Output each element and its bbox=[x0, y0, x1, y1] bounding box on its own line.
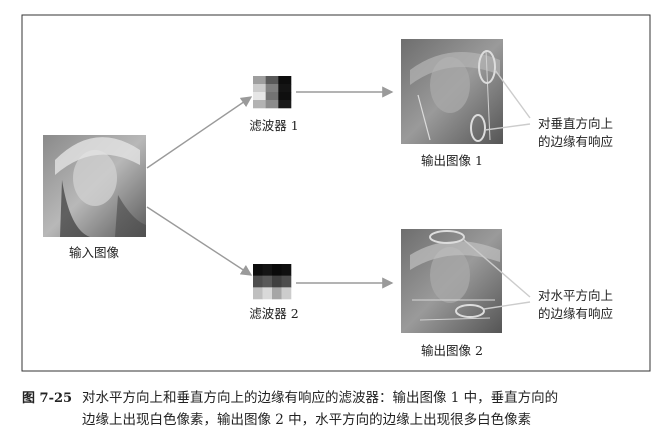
arrow-input-to-filter2 bbox=[146, 206, 253, 276]
output-image-1 bbox=[401, 39, 503, 144]
filter1-cell bbox=[265, 84, 279, 93]
annotation2-line2: 的边缘有响应 bbox=[538, 306, 613, 321]
pointer-line-1a bbox=[494, 69, 531, 119]
filter1-cell bbox=[265, 76, 279, 85]
filter1-kernel bbox=[253, 76, 292, 109]
input-image-label: 输入图像 bbox=[69, 245, 120, 260]
filter2-cell bbox=[281, 264, 292, 276]
highlight-ellipse-1a bbox=[478, 50, 496, 84]
filter2-cell bbox=[253, 275, 263, 288]
caption-label: 图 7-25 bbox=[22, 391, 72, 406]
filter2-cell bbox=[262, 275, 273, 288]
filter1-cell bbox=[253, 76, 266, 85]
filter2-kernel bbox=[253, 264, 292, 300]
pointer-line-2a bbox=[462, 238, 531, 298]
filter2-cell bbox=[262, 264, 273, 276]
highlight-ellipse-1b bbox=[470, 114, 486, 142]
filter2-cell bbox=[253, 287, 263, 300]
caption-line1: 对水平方向上和垂直方向上的边缘有响应的滤波器：输出图像 1 中，垂直方向的 bbox=[82, 389, 558, 406]
filter2-cell bbox=[262, 287, 273, 300]
filter1-cell bbox=[278, 92, 292, 101]
highlight-ellipse-2a bbox=[429, 230, 465, 244]
filter2-cell bbox=[253, 264, 263, 276]
filter2-cell bbox=[272, 275, 282, 288]
filter1-cell bbox=[253, 100, 266, 109]
annotation2-line1: 对水平方向上 bbox=[538, 288, 613, 303]
filter1-cell bbox=[278, 100, 292, 109]
filter1-cell bbox=[265, 92, 279, 101]
filter2-cell bbox=[272, 264, 282, 276]
arrow-input-to-filter1 bbox=[146, 96, 253, 169]
figure-frame bbox=[21, 14, 651, 372]
annotation1-line2: 的边缘有响应 bbox=[538, 134, 613, 149]
filter1-label: 滤波器 1 bbox=[249, 118, 298, 133]
filter1-cell bbox=[253, 92, 266, 101]
pointer-line-2b bbox=[483, 301, 531, 310]
filter1-cell bbox=[253, 84, 266, 93]
annotation1-line1: 对垂直方向上 bbox=[538, 116, 613, 131]
output2-label: 输出图像 2 bbox=[421, 343, 483, 358]
filter2-cell bbox=[281, 287, 292, 300]
highlight-ellipse-2b bbox=[455, 304, 485, 318]
input-image bbox=[43, 135, 146, 237]
filter2-label: 滤波器 2 bbox=[249, 306, 298, 321]
output1-label: 输出图像 1 bbox=[421, 153, 483, 168]
filter2-cell bbox=[272, 287, 282, 300]
filter1-cell bbox=[278, 76, 292, 85]
pointer-line-1b bbox=[484, 123, 531, 131]
caption-line2: 边缘上出现白色像素，输出图像 2 中，水平方向的边缘上出现很多白色像素 bbox=[82, 411, 531, 428]
output-image-2 bbox=[401, 229, 502, 333]
filter2-cell bbox=[281, 275, 292, 288]
filter1-cell bbox=[265, 100, 279, 109]
filter1-cell bbox=[278, 84, 292, 93]
